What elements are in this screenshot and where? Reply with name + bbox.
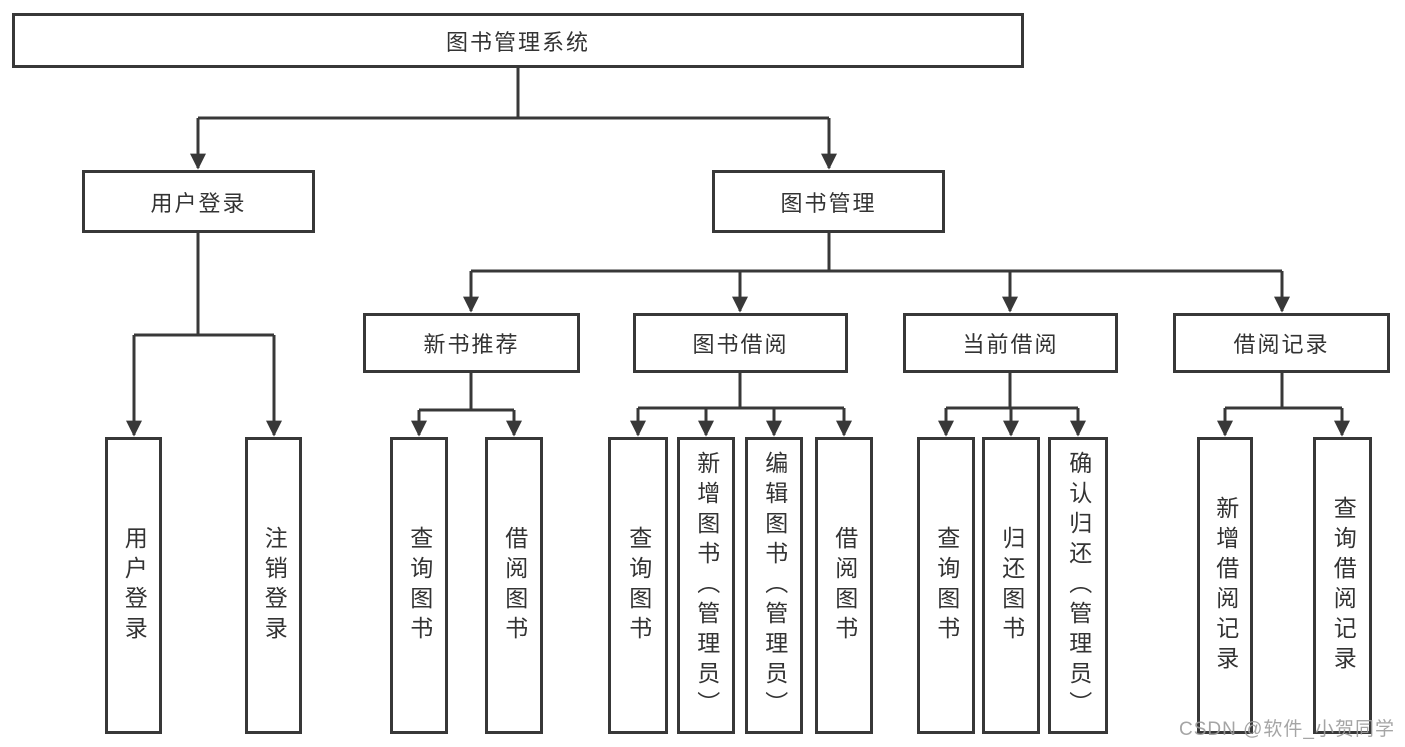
node-label: 图书管理: [780, 190, 877, 216]
node-label: 新书推荐: [423, 332, 520, 357]
leaf-logout: 注销登录: [245, 437, 302, 734]
node-user-login: 用户登录: [82, 170, 315, 233]
leaf-label: 用户登录: [121, 525, 148, 646]
node-label: 当前借阅: [962, 332, 1059, 357]
leaf-records-query-record: 查询借阅记录: [1313, 437, 1372, 734]
leaf-label: 新增图书（管理员）: [693, 450, 720, 721]
node-library-management-system: 图书管理系统: [12, 13, 1024, 68]
leaf-label: 查询图书: [406, 525, 433, 646]
leaf-borrow-add-books-admin: 新增图书（管理员）: [677, 437, 735, 734]
node-book-management: 图书管理: [712, 170, 945, 233]
leaf-label: 确认归还（管理员）: [1065, 450, 1092, 721]
leaf-label: 查询借阅记录: [1330, 495, 1357, 676]
leaf-records-add-record: 新增借阅记录: [1197, 437, 1253, 734]
leaf-label: 查询图书: [933, 525, 960, 646]
node-new-book-recommend: 新书推荐: [363, 313, 580, 373]
leaf-current-return-books: 归还图书: [982, 437, 1040, 734]
node-label: 借阅记录: [1233, 332, 1330, 357]
node-borrowing-records: 借阅记录: [1173, 313, 1390, 373]
node-label: 图书管理系统: [445, 29, 590, 55]
leaf-borrow-borrow-books: 借阅图书: [815, 437, 873, 734]
node-label: 用户登录: [150, 190, 247, 216]
leaf-label: 编辑图书（管理员）: [761, 450, 788, 721]
leaf-label: 查询图书: [625, 525, 652, 646]
node-current-borrowing: 当前借阅: [903, 313, 1118, 373]
csdn-watermark: CSDN @软件_小贺同学: [1179, 719, 1395, 740]
leaf-newbook-borrow-books: 借阅图书: [485, 437, 543, 734]
leaf-current-query-books: 查询图书: [917, 437, 975, 734]
node-book-borrowing: 图书借阅: [633, 313, 848, 373]
leaf-label: 新增借阅记录: [1212, 495, 1239, 676]
leaf-borrow-query-books: 查询图书: [608, 437, 668, 734]
leaf-current-confirm-return-admin: 确认归还（管理员）: [1048, 437, 1108, 734]
leaf-label: 借阅图书: [831, 525, 858, 646]
leaf-newbook-query-books: 查询图书: [390, 437, 448, 734]
leaf-borrow-edit-books-admin: 编辑图书（管理员）: [745, 437, 803, 734]
leaf-label: 注销登录: [261, 525, 288, 646]
leaf-user-login: 用户登录: [105, 437, 162, 734]
node-label: 图书借阅: [692, 332, 789, 357]
leaf-label: 借阅图书: [501, 525, 528, 646]
leaf-label: 归还图书: [998, 525, 1025, 646]
